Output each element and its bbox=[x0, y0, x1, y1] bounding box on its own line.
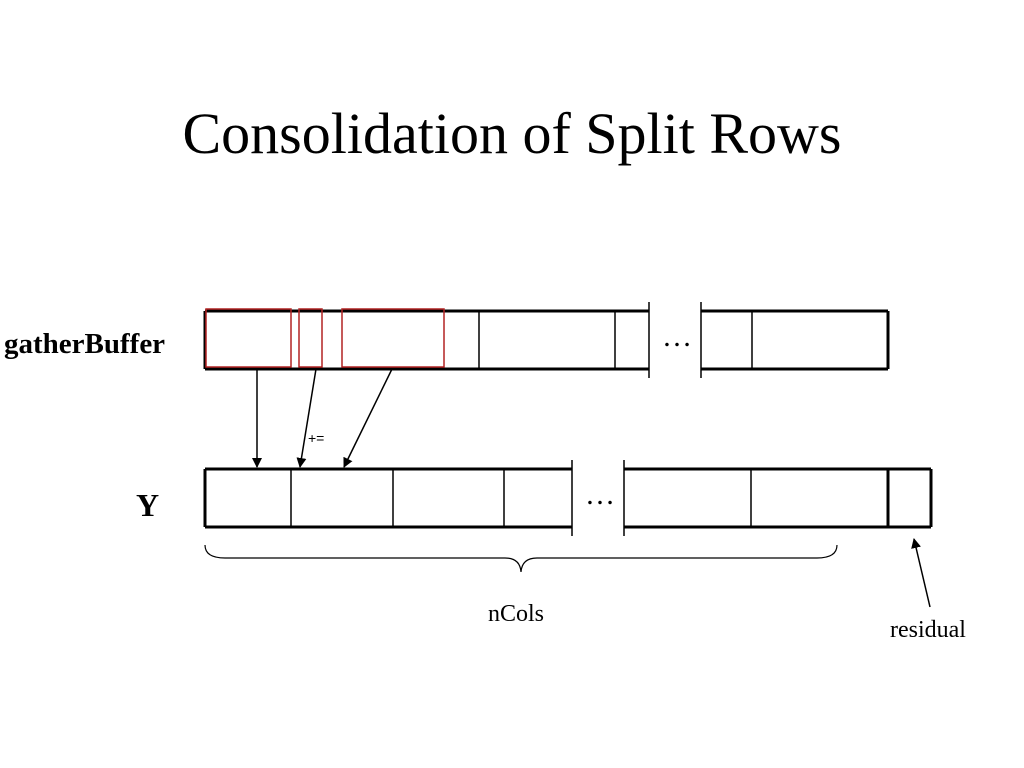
arrow-2 bbox=[296, 368, 317, 468]
gather-buffer-label: gatherBuffer bbox=[4, 328, 166, 360]
gather-buffer-ellipsis: … bbox=[662, 320, 694, 353]
split-pieces bbox=[205, 308, 445, 368]
ncols-label: nCols bbox=[488, 601, 545, 627]
y-row bbox=[203, 460, 933, 536]
split-piece-1 bbox=[205, 308, 292, 368]
y-ellipsis: … bbox=[585, 478, 617, 511]
y-label: Y bbox=[136, 487, 160, 523]
arrow-3 bbox=[343, 368, 393, 468]
ncols-brace bbox=[204, 544, 838, 573]
slide-title: Consolidation of Split Rows bbox=[182, 101, 842, 166]
residual-label: residual bbox=[890, 617, 966, 643]
accumulate-arrows bbox=[252, 368, 393, 468]
residual-arrow bbox=[911, 538, 931, 608]
plus-equals-label: += bbox=[308, 430, 325, 446]
gather-buffer-row bbox=[203, 302, 890, 378]
split-piece-3 bbox=[341, 308, 445, 368]
split-piece-2 bbox=[298, 308, 323, 368]
